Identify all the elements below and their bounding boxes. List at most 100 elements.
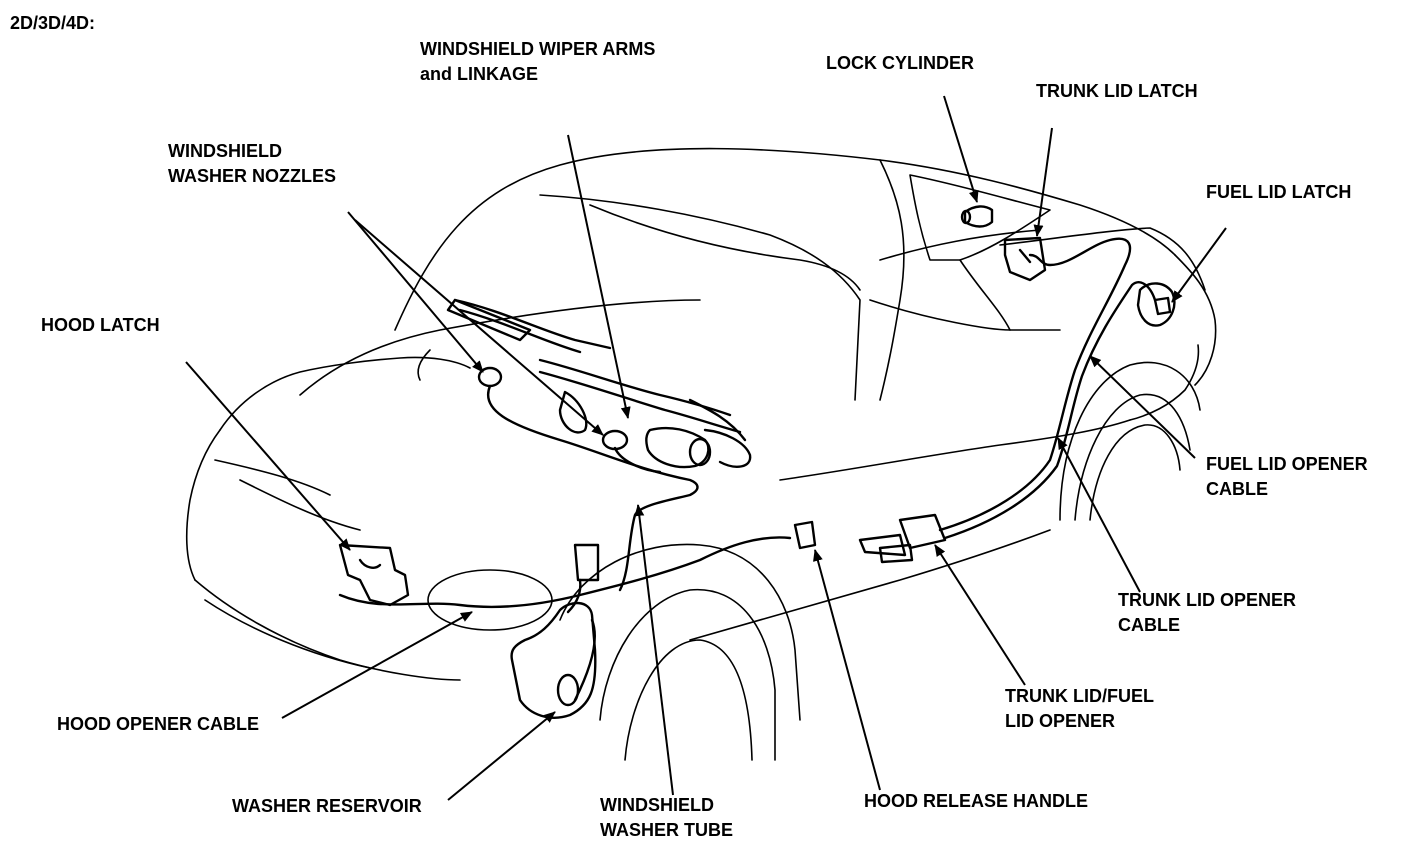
label-fuel-lid-opener-cable: FUEL LID OPENER CABLE bbox=[1206, 452, 1368, 502]
lower-side-line bbox=[689, 529, 1051, 641]
wiper-linkage-bar-b bbox=[538, 370, 742, 434]
label-trunk-fuel-lid-opener-line1: TRUNK LID/FUEL bbox=[1005, 686, 1154, 706]
label-washer-nozzles-line1: WINDSHIELD bbox=[168, 141, 282, 161]
leader-hood-latch bbox=[185, 361, 351, 551]
leader-lines bbox=[185, 95, 1227, 801]
lock-cylinder-face bbox=[960, 209, 972, 225]
leader-hood-release bbox=[813, 549, 881, 791]
wiper-blade-left bbox=[446, 298, 532, 342]
label-hood-opener-cable: HOOD OPENER CABLE bbox=[57, 714, 260, 734]
wiper-arm-left bbox=[453, 298, 612, 350]
lid-opener-lever bbox=[858, 533, 907, 557]
a-pillar bbox=[879, 159, 905, 401]
label-hood-latch: HOOD LATCH bbox=[41, 315, 160, 335]
rear-quarter bbox=[1174, 254, 1217, 386]
wiper-motor bbox=[645, 426, 710, 469]
label-washer-tube: WINDSHIELD WASHER TUBE bbox=[600, 793, 733, 843]
hood-latch-body bbox=[338, 543, 410, 607]
leader-trunk-latch bbox=[1033, 127, 1053, 237]
headlight-lens bbox=[427, 569, 553, 631]
leader-washer-nozzle-right bbox=[354, 219, 604, 436]
lid-opener-lever-b bbox=[878, 543, 914, 564]
trunk-deck bbox=[999, 227, 1206, 291]
label-trunk-fuel-lid-opener-line2: LID OPENER bbox=[1005, 711, 1116, 731]
front-tire-sidewall bbox=[624, 639, 753, 761]
leader-fuel-lid-latch bbox=[1171, 227, 1227, 303]
lid-opener-body bbox=[898, 513, 947, 550]
front-wheel-inner bbox=[599, 588, 776, 761]
windshield-inner-frame bbox=[589, 204, 861, 291]
washer-nozzle-right bbox=[601, 429, 629, 451]
wiper-arm-left-b bbox=[458, 308, 582, 354]
label-washer-nozzles-line2: WASHER NOZZLES bbox=[168, 166, 337, 186]
side-body-line bbox=[779, 419, 1131, 481]
label-trunk-lid-latch: TRUNK LID LATCH bbox=[1036, 81, 1198, 101]
label-wiper-arms-line1: WINDSHIELD WIPER ARMS bbox=[420, 39, 656, 59]
components bbox=[338, 205, 1176, 719]
label-fuel-lid-opener-cable-line1: FUEL LID OPENER bbox=[1206, 454, 1368, 474]
lock-cylinder bbox=[963, 205, 994, 228]
label-wiper-arms: WINDSHIELD WIPER ARMS and LINKAGE bbox=[420, 37, 655, 87]
wiper-pivot-left bbox=[558, 390, 588, 434]
car-roof-line bbox=[394, 147, 1176, 331]
label-fuel-lid-latch: FUEL LID LATCH bbox=[1206, 182, 1352, 202]
windshield-frame bbox=[539, 194, 861, 401]
front-wheel-arch bbox=[559, 543, 801, 721]
front-fascia bbox=[185, 429, 221, 581]
leader-hood-opener-cable bbox=[281, 611, 473, 719]
rear-wheel-arch bbox=[1059, 361, 1201, 521]
reservoir-neck bbox=[573, 543, 600, 582]
c-pillar bbox=[959, 259, 1011, 331]
label-wiper-arms-line2: and LINKAGE bbox=[420, 64, 539, 84]
leader-fuel-lid-cable bbox=[1089, 355, 1196, 459]
leader-wiper-arms bbox=[567, 134, 631, 419]
label-trunk-lid-opener-cable: TRUNK LID OPENER CABLE bbox=[1118, 588, 1296, 638]
reservoir-pump bbox=[556, 673, 580, 707]
door-line bbox=[869, 299, 1061, 331]
wiper-linkage-bar bbox=[538, 358, 732, 417]
grille-line bbox=[239, 479, 361, 531]
headlight-upper bbox=[214, 459, 331, 496]
leader-lock-cylinder bbox=[943, 95, 979, 203]
hood-latch-hook bbox=[358, 558, 382, 569]
bumper-lower bbox=[204, 599, 371, 669]
label-washer-tube-line2: WASHER TUBE bbox=[600, 820, 734, 840]
leader-trunk-fuel-opener bbox=[934, 544, 1026, 686]
front-bumper bbox=[194, 579, 461, 681]
fuel-lid-opener-cable bbox=[943, 281, 1157, 540]
label-trunk-lid-opener-cable-line1: TRUNK LID OPENER bbox=[1118, 590, 1297, 610]
reservoir-hose bbox=[573, 618, 596, 702]
reservoir-neck-tube bbox=[566, 578, 582, 614]
trunk-latch bbox=[1003, 236, 1047, 282]
washer-reservoir bbox=[510, 601, 597, 719]
label-trunk-fuel-lid-opener: TRUNK LID/FUEL LID OPENER bbox=[1005, 684, 1154, 734]
trunk-latch-detail bbox=[1018, 248, 1032, 264]
leader-trunk-lid-cable bbox=[1057, 437, 1141, 593]
leader-washer-reservoir bbox=[447, 711, 556, 801]
fuel-lid-door bbox=[1136, 282, 1176, 327]
rear-glass-line bbox=[879, 229, 1041, 261]
label-lock-cylinder: LOCK CYLINDER bbox=[826, 53, 974, 73]
hood-opener-cable bbox=[338, 536, 792, 609]
washer-hose-b bbox=[613, 446, 662, 474]
trunk-lid-opener-cable bbox=[938, 237, 1132, 532]
washer-hose-a bbox=[487, 384, 699, 592]
rear-tire bbox=[1089, 424, 1181, 521]
label-washer-reservoir: WASHER RESERVOIR bbox=[232, 796, 422, 816]
leader-washer-nozzle-left bbox=[347, 211, 484, 373]
label-fuel-lid-opener-cable-line2: CABLE bbox=[1206, 479, 1268, 499]
wiper-linkage-right bbox=[688, 398, 747, 442]
label-washer-tube-line1: WINDSHIELD bbox=[600, 795, 714, 815]
hood-release-handle bbox=[793, 520, 817, 550]
leader-washer-tube bbox=[634, 504, 674, 796]
rear-bumper bbox=[1129, 344, 1200, 421]
wiper-pivot-right bbox=[703, 428, 752, 468]
rear-wheel-inner bbox=[1074, 393, 1191, 521]
wiper-motor-cap bbox=[688, 437, 712, 467]
hood-outline bbox=[219, 356, 471, 431]
label-washer-nozzles: WINDSHIELD WASHER NOZZLES bbox=[168, 139, 336, 189]
diagram-header: 2D/3D/4D: bbox=[10, 13, 96, 33]
fuel-lid-latch bbox=[1153, 296, 1172, 316]
